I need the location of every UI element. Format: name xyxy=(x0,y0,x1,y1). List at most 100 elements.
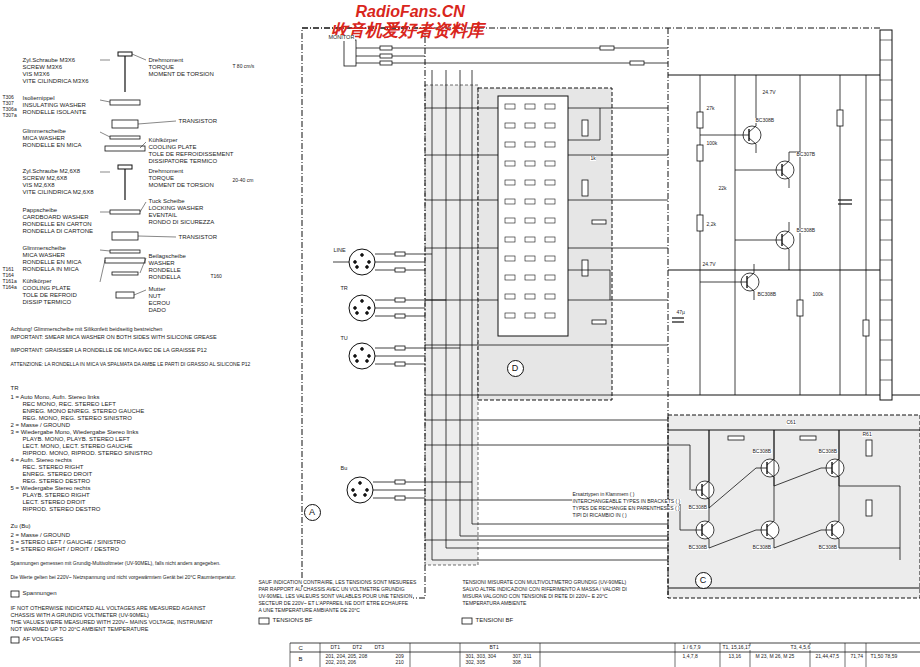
signal-name: Bu xyxy=(340,466,348,472)
wire xyxy=(425,300,446,301)
wire xyxy=(880,60,892,61)
table-cell: 13,16 xyxy=(728,654,742,659)
wire xyxy=(880,360,892,361)
resistor-symbol xyxy=(697,215,703,231)
wire xyxy=(446,548,668,549)
wire xyxy=(880,120,892,121)
socket-pin xyxy=(356,266,359,269)
resistor-symbol xyxy=(582,120,588,136)
transistor-symbol xyxy=(782,243,789,258)
part-note: MOMENT DE TORSION xyxy=(148,182,214,188)
note: TEMPERATURA AMBIENTE xyxy=(462,601,527,606)
resistor-symbol xyxy=(728,436,744,440)
note: TENSIONI BF xyxy=(475,617,514,623)
switch-contact xyxy=(545,313,555,318)
transistor-symbol xyxy=(771,240,782,241)
part-note: VIS M3X6 xyxy=(22,71,50,77)
leader-line xyxy=(138,236,176,237)
wire xyxy=(373,490,425,491)
note: UV-90MEL. LES VALEURS SONT VALABLES POUR… xyxy=(258,594,413,599)
table-cell: T1,50 78,59 xyxy=(870,654,898,659)
section-marker: A xyxy=(304,504,321,521)
switch-contact xyxy=(545,123,555,128)
component-value: 2,2k xyxy=(706,222,716,227)
washer-symbol xyxy=(110,100,140,105)
socket-symbol xyxy=(344,40,356,66)
shaded-region xyxy=(425,85,478,565)
component-value: 100k xyxy=(706,141,718,146)
resistor-symbol xyxy=(380,54,392,58)
symbol-box xyxy=(11,591,19,597)
switch-contact xyxy=(525,256,535,261)
resistor-symbol xyxy=(395,346,405,350)
leader-line xyxy=(138,121,176,124)
part-name: T161a xyxy=(2,279,17,284)
socket-pin xyxy=(366,489,369,492)
washer-symbol xyxy=(112,272,138,275)
transistor-symbol xyxy=(756,530,767,531)
switch-contact xyxy=(525,180,535,185)
note: TYPES DE RECHANGE EN PARENTHESES ( ) xyxy=(572,506,680,511)
nut-symbol xyxy=(116,292,134,298)
table-cell: 201, 204, 205, 208 xyxy=(325,654,368,659)
part-note: Drehmoment xyxy=(148,57,184,63)
resistor-symbol xyxy=(395,314,405,318)
note-heading: Zu (Bu) xyxy=(10,523,31,529)
switch-contact xyxy=(545,275,555,280)
socket-pin xyxy=(354,261,357,264)
part-note: TORQUE xyxy=(148,64,175,70)
part-name: T160 xyxy=(210,274,222,279)
resistor-symbol xyxy=(697,112,703,128)
note: SECTEUR DE 220V~ ET L'APPAREIL NE DOIT E… xyxy=(258,601,409,606)
wire xyxy=(880,40,892,41)
resistor-symbol xyxy=(582,180,588,196)
leader-line xyxy=(100,100,110,102)
table-line xyxy=(320,643,321,667)
transistor-symbol xyxy=(767,512,774,527)
note: LECT. MONO, LECT. STEREO GAUCHE xyxy=(22,443,133,449)
wire xyxy=(425,482,472,483)
resistor-symbol xyxy=(582,260,588,276)
table-cell: 302, 305 xyxy=(465,660,485,665)
wire xyxy=(839,430,840,512)
note: LECT. STEREO DROIT xyxy=(22,499,86,505)
part-note: INSULATING WASHER xyxy=(22,102,86,108)
wire xyxy=(789,258,790,270)
note: IMPORTANT: GRAISSER LA RONDELLE DE MICA … xyxy=(10,348,207,354)
part-note: RONDO DI SICUREZZA xyxy=(148,219,215,225)
socket-pin xyxy=(359,482,362,485)
part-note: RONDELLE EN MICA xyxy=(22,142,82,148)
note: IMPORTANT: SMEAR MICA WASHER ON BOTH SID… xyxy=(10,335,217,341)
signal-name: MONITOR xyxy=(328,35,355,41)
dimension: 20-40 cm xyxy=(232,178,254,183)
table-cell: T3, 4,5,6 xyxy=(790,645,811,650)
table-line xyxy=(675,643,676,667)
socket-pin xyxy=(361,254,364,257)
wire xyxy=(472,524,668,525)
switch-contact xyxy=(525,123,535,128)
table-cell: 1,4,7,8 xyxy=(682,654,698,659)
cooling-plate xyxy=(105,258,145,263)
switch-contact xyxy=(525,199,535,204)
screw-symbol xyxy=(118,52,132,56)
table-cell: BT1 xyxy=(489,645,499,650)
wire xyxy=(568,108,600,140)
wire xyxy=(460,536,668,537)
part-name: T306 xyxy=(2,95,14,100)
socket-pin xyxy=(352,489,355,492)
note: PAR RAPPORT AU CHASSIS AVEC UN VOLTMETRE… xyxy=(258,587,405,592)
capacitor-symbol xyxy=(838,199,852,200)
part-note: VIS M2,6X8 xyxy=(22,182,55,188)
part-note: MICA WASHER xyxy=(22,135,65,141)
part-note: DISSIP TERMICO xyxy=(22,299,72,305)
socket-pin xyxy=(368,355,371,358)
transistor-type: BC308B xyxy=(752,449,772,454)
note: 4 = Aufn. Stereo rechts xyxy=(10,457,72,463)
switch-contact xyxy=(505,199,515,204)
note: 3 = Wiedergabe Mono, Wiedergabe Stereo l… xyxy=(10,429,139,435)
transistor-symbol xyxy=(767,471,774,486)
part-note: ECROU xyxy=(148,300,171,306)
note: REC. STEREO RIGHT xyxy=(22,464,84,470)
socket-pin xyxy=(366,312,369,315)
note: TENSIONI MISURATE CON MULTIVOLTMETRO GRU… xyxy=(462,580,627,585)
